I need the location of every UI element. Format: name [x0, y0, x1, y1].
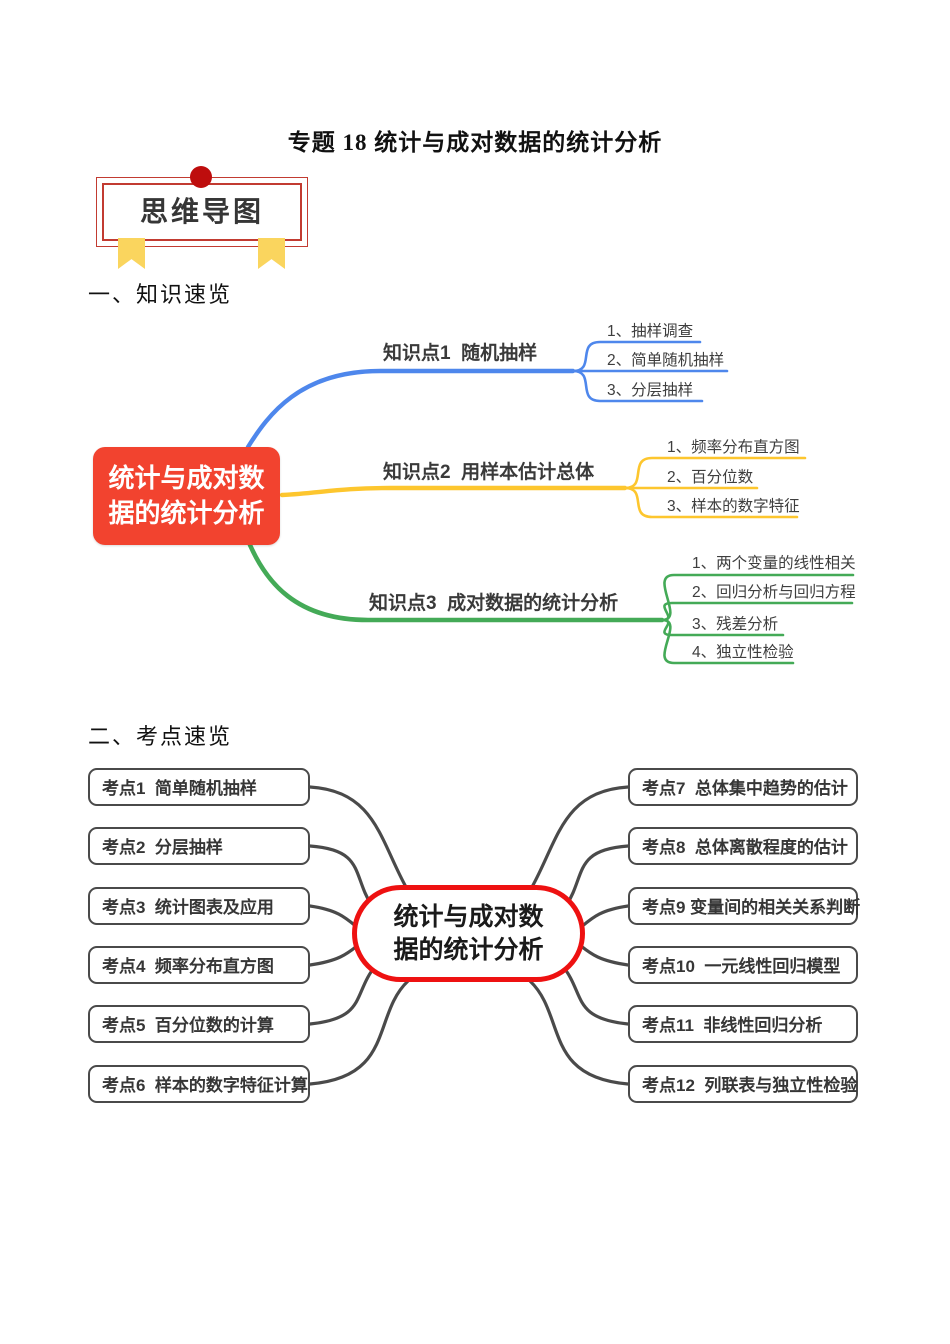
exampoint-box-8: 考点8 总体离散程度的估计	[628, 827, 858, 865]
branch2-main-line	[279, 485, 628, 498]
exampoint-box-6: 考点6 样本的数字特征计算	[88, 1065, 310, 1103]
connector-line	[308, 904, 360, 930]
branch1-main-line	[245, 368, 576, 450]
connector-line	[579, 944, 630, 967]
branch3-item: 3、残差分析	[692, 616, 779, 633]
connector-line	[559, 962, 630, 1026]
knowledge-mindmap-lines	[245, 340, 855, 665]
center-node-line1: 统计与成对数	[393, 902, 544, 931]
branch2-item: 2、百分位数	[667, 469, 754, 486]
exampoint-center-node: 统计与成对数 据的统计分析	[352, 885, 585, 982]
knowledge-point-1-label: 知识点1 随机抽样	[383, 343, 538, 364]
knowledge-center-node: 统计与成对数 据的统计分析	[93, 447, 280, 545]
connector-line	[308, 962, 379, 1026]
center-node-line2: 据的统计分析	[393, 935, 544, 964]
connector-line	[308, 979, 410, 1086]
center-node-line1: 统计与成对数	[108, 463, 265, 493]
exampoint-box-3: 考点3 统计图表及应用	[88, 887, 310, 925]
exampoint-box-4: 考点4 频率分布直方图	[88, 946, 310, 984]
branch2-subline	[623, 486, 799, 519]
connector-line	[564, 844, 630, 908]
exampoint-box-9: 考点9 变量间的相关关系判断	[628, 887, 860, 925]
connector-line	[308, 844, 374, 908]
connector-line	[308, 944, 359, 967]
knowledge-point-3-label: 知识点3 成对数据的统计分析	[369, 593, 619, 614]
exampoint-mindmap: 考点1 简单随机抽样 考点2 分层抽样 考点3 统计图表及应用 考点4 频率分布…	[0, 755, 950, 1125]
section-heading-knowledge: 一、知识速览	[88, 282, 233, 307]
exampoint-box-10: 考点10 一元线性回归模型	[628, 946, 858, 984]
branch3-subline	[660, 618, 795, 665]
connector-line	[528, 979, 630, 1086]
branch3-main-line	[247, 542, 665, 623]
exampoint-box-2: 考点2 分层抽样	[88, 827, 310, 865]
knowledge-point-2-label: 知识点2 用样本估计总体	[383, 462, 595, 483]
branch2-item: 3、样本的数字特征	[667, 498, 800, 515]
badge-label: 思维导图	[139, 196, 264, 227]
connector-line	[530, 785, 630, 889]
knowledge-mindmap: 统计与成对数 据的统计分析 知识点1 随机抽样 知识点2 用样本估计总体 知识点…	[0, 305, 950, 705]
badge-pin-icon	[190, 166, 212, 188]
page-title: 专题 18 统计与成对数据的统计分析	[287, 130, 663, 155]
connector-line	[308, 785, 408, 889]
exampoint-box-11: 考点11 非线性回归分析	[628, 1005, 858, 1043]
exampoint-box-12: 考点12 列联表与独立性检验	[628, 1065, 858, 1103]
branch1-item: 1、抽样调查	[607, 323, 694, 340]
mindmap-badge: 思维导图	[96, 166, 308, 269]
branch1-item: 3、分层抽样	[607, 382, 694, 399]
exampoint-box-7: 考点7 总体集中趋势的估计	[628, 768, 858, 806]
section-heading-exampoints: 二、考点速览	[88, 724, 233, 749]
exampoint-box-5: 考点5 百分位数的计算	[88, 1005, 310, 1043]
branch3-item: 1、两个变量的线性相关	[692, 555, 856, 572]
branch1-subline	[571, 369, 704, 403]
exampoint-box-1: 考点1 简单随机抽样	[88, 768, 310, 806]
branch3-item: 4、独立性检验	[692, 644, 794, 661]
center-node-line2: 据的统计分析	[108, 498, 265, 528]
branch2-item: 1、频率分布直方图	[667, 439, 800, 456]
branch3-item: 2、回归分析与回归方程	[692, 584, 856, 601]
connector-line	[578, 904, 630, 930]
branch1-item: 2、简单随机抽样	[607, 352, 725, 369]
